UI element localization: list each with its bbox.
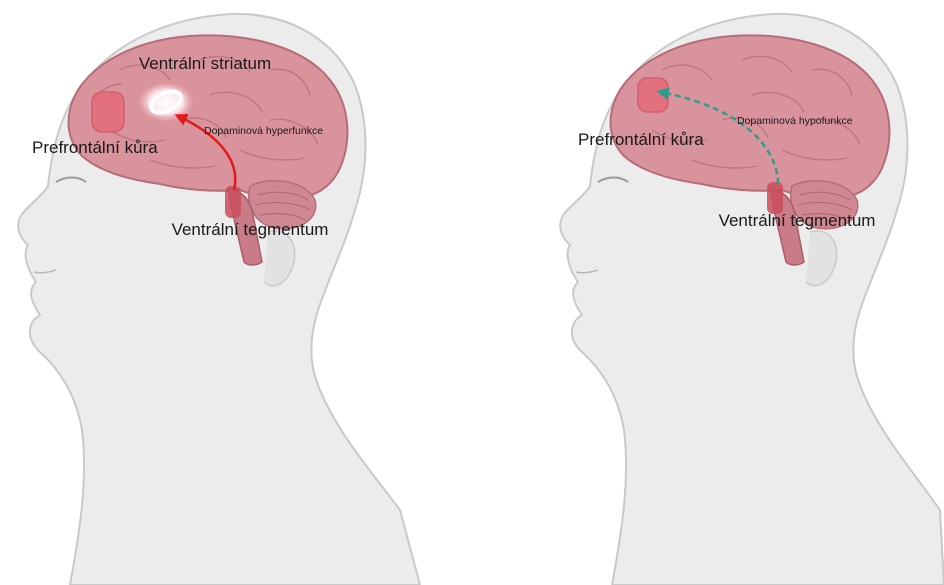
- prefrontal-region: [638, 78, 668, 112]
- striatum-glow: [138, 82, 194, 122]
- ventral-tegmentum-region: [767, 182, 783, 214]
- label-ventral-striatum: Ventrální striatum: [139, 54, 271, 73]
- panel-hyperfunction: Ventrální striatum Prefrontální kůra Dop…: [18, 14, 420, 585]
- label-ventral-tegmentum: Ventrální tegmentum: [719, 211, 876, 230]
- ventral-tegmentum-region: [225, 186, 241, 218]
- label-dopamine-pathway: Dopaminová hyperfunkce: [204, 125, 323, 137]
- label-prefrontal-cortex: Prefrontální kůra: [578, 130, 704, 149]
- panel-hypofunction: Prefrontální kůra Dopaminová hypofunkce …: [560, 14, 944, 585]
- label-ventral-tegmentum: Ventrální tegmentum: [172, 220, 329, 239]
- label-prefrontal-cortex: Prefrontální kůra: [32, 138, 158, 157]
- label-dopamine-pathway: Dopaminová hypofunkce: [737, 115, 853, 127]
- prefrontal-region: [92, 92, 124, 132]
